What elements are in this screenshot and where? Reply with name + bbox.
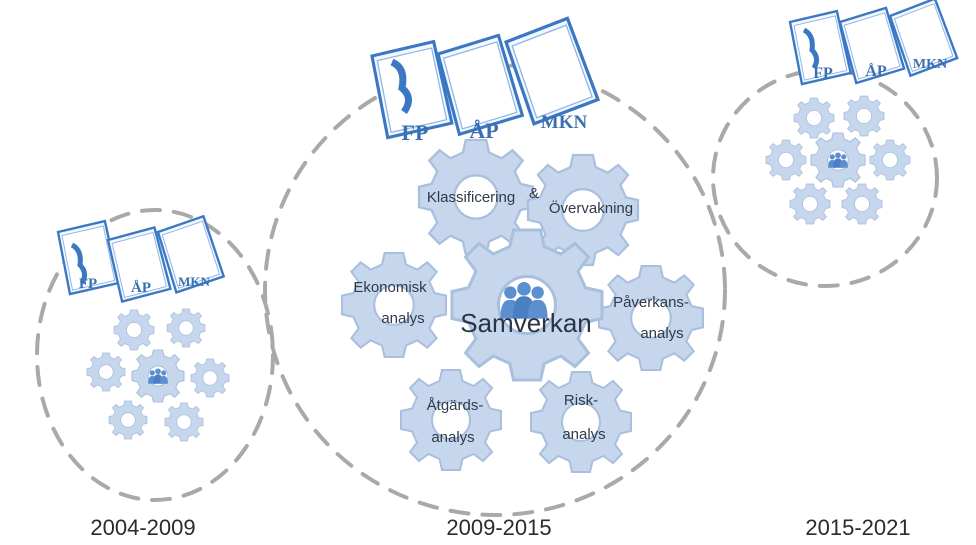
gear-label-ekonomisk: Ekonomisk bbox=[353, 279, 427, 296]
gear-cluster-2015 bbox=[765, 95, 911, 225]
doc-stack-2004: FP ÅP MKN bbox=[56, 213, 227, 304]
center-title: Samverkan bbox=[460, 308, 592, 338]
year-label-2004: 2004-2009 bbox=[90, 515, 195, 540]
gear-label-paverkans-analys: analys bbox=[640, 325, 683, 342]
gear-label-risk-analys: analys bbox=[562, 426, 605, 443]
gear-label-ekonomisk-analys: analys bbox=[381, 310, 424, 327]
doc-label-fp-2004: FP bbox=[79, 276, 97, 292]
map-icon bbox=[802, 27, 820, 70]
gear-label-klassificering: Klassificering bbox=[427, 189, 515, 206]
gear-label-atgards-analys: analys bbox=[431, 429, 474, 446]
doc-label-ap-2004: ÅP bbox=[131, 280, 151, 296]
map-icon bbox=[70, 242, 88, 285]
gear-label-atgards: Åtgärds- bbox=[427, 397, 484, 414]
doc-label-fp-2009: FP bbox=[402, 120, 429, 145]
doc-label-mkn-2004: MKN bbox=[178, 274, 210, 289]
doc-label-mkn-2009: MKN bbox=[541, 112, 588, 133]
doc-label-mkn-2015: MKN bbox=[913, 57, 947, 72]
map-icon bbox=[390, 58, 412, 115]
year-label-2015: 2015-2021 bbox=[805, 515, 910, 540]
doc-label-fp-2015: FP bbox=[813, 65, 833, 82]
doc-stack-2009: FP ÅP MKN bbox=[369, 13, 602, 145]
gear-label-risk: Risk- bbox=[564, 392, 598, 409]
gear-label-paverkans: Påverkans- bbox=[613, 294, 689, 311]
doc-stack-2015: FP ÅP MKN bbox=[788, 0, 960, 86]
year-label-2009: 2009-2015 bbox=[446, 515, 551, 540]
gear-label-amp: & bbox=[529, 185, 539, 202]
doc-label-ap-2009: ÅP bbox=[469, 118, 498, 143]
gear-label-overvakning: Övervakning bbox=[549, 199, 633, 217]
gear-cluster-2004 bbox=[86, 308, 230, 442]
doc-label-ap-2015: ÅP bbox=[865, 62, 887, 80]
